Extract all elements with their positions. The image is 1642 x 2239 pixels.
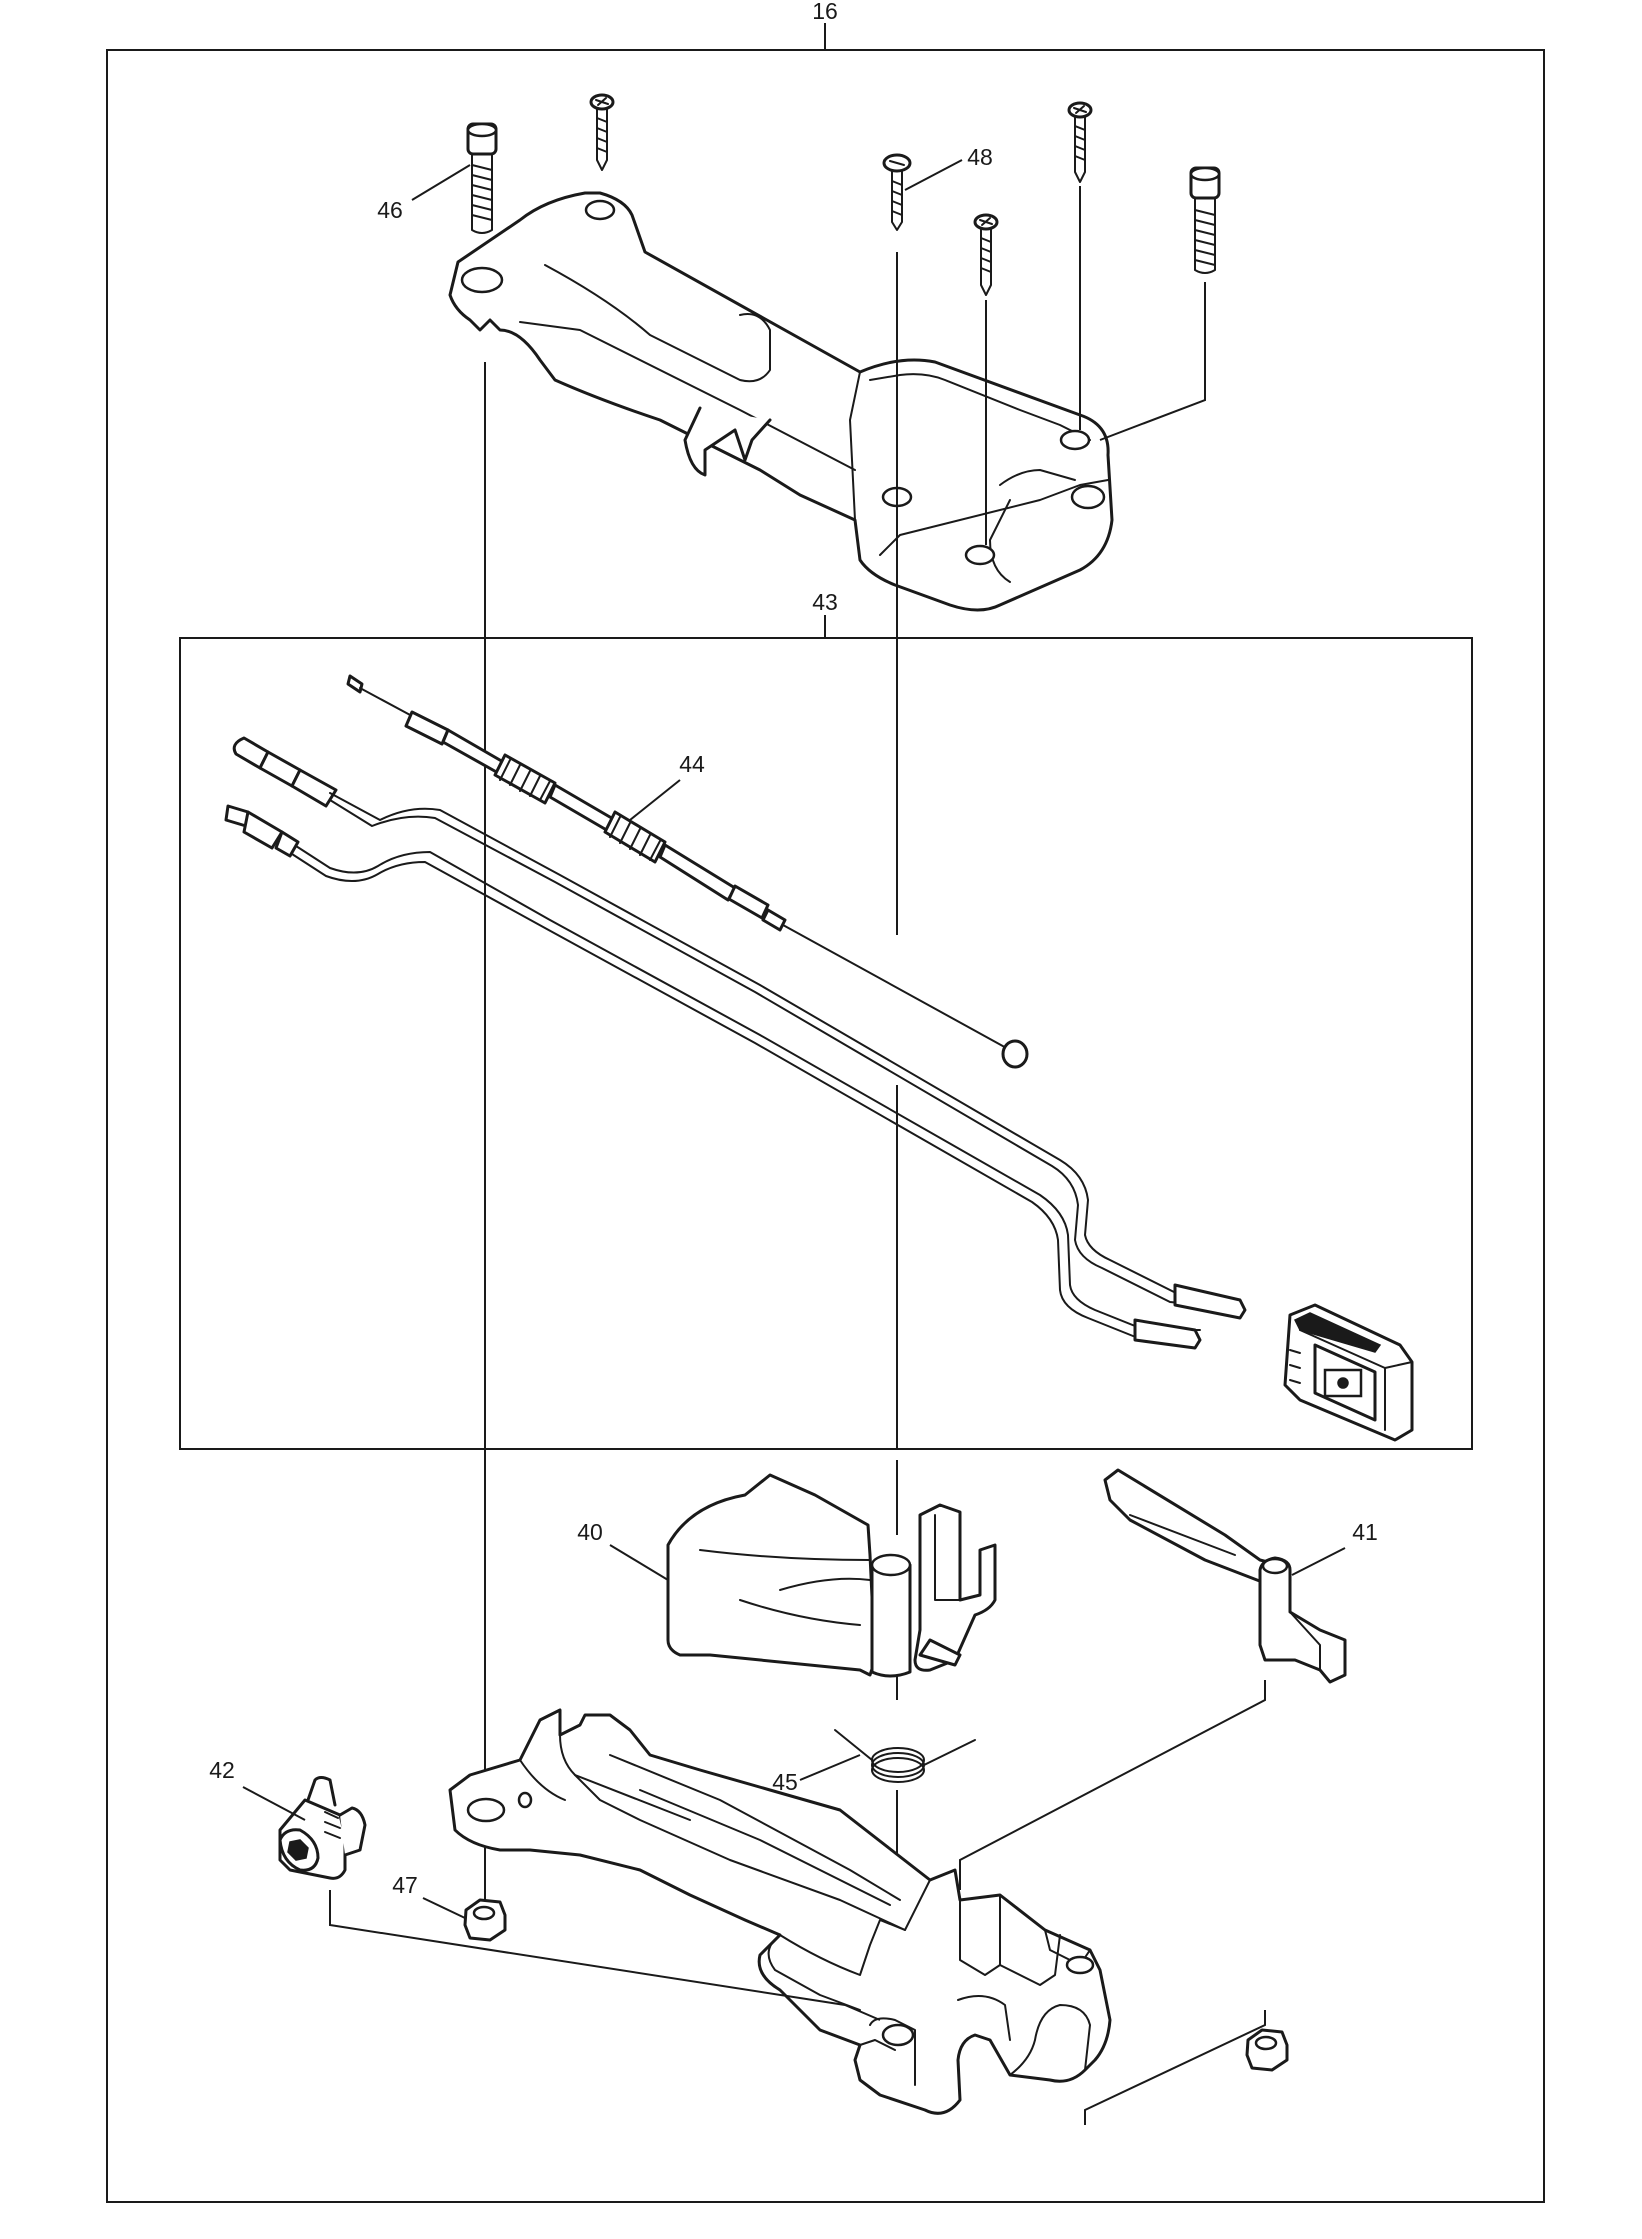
cap-screw-46-left xyxy=(466,122,498,234)
tapping-screw-a xyxy=(589,93,615,171)
callout-16: 16 xyxy=(812,0,838,24)
hex-nut-right xyxy=(1245,2028,1289,2072)
callout-43: 43 xyxy=(812,589,838,615)
callout-46: 46 xyxy=(377,197,403,223)
tapping-screw-b xyxy=(1067,101,1093,183)
lower-handle-housing xyxy=(448,1708,1112,2115)
throttle-trigger-40 xyxy=(666,1473,997,1678)
adjust-bolt-42 xyxy=(278,1776,367,1880)
tapping-screw-c xyxy=(973,213,999,296)
callout-40: 40 xyxy=(577,1519,603,1545)
stop-switch-wires xyxy=(224,736,1247,1350)
hex-nut-47 xyxy=(463,1898,507,1942)
throttle-cable-44 xyxy=(346,674,1029,1069)
callout-47: 47 xyxy=(392,1872,418,1898)
screw-48 xyxy=(882,153,912,231)
callout-48: 48 xyxy=(967,144,993,170)
upper-handle-housing xyxy=(448,191,1114,612)
kit-frame-43 xyxy=(179,637,1473,1450)
callout-44: 44 xyxy=(679,751,705,777)
stop-switch xyxy=(1283,1303,1414,1442)
callout-42: 42 xyxy=(209,1757,235,1783)
cap-screw-46-right xyxy=(1189,166,1221,274)
torsion-spring-45 xyxy=(834,1729,976,1783)
callout-41: 41 xyxy=(1352,1519,1378,1545)
lock-lever-41 xyxy=(1103,1468,1347,1684)
